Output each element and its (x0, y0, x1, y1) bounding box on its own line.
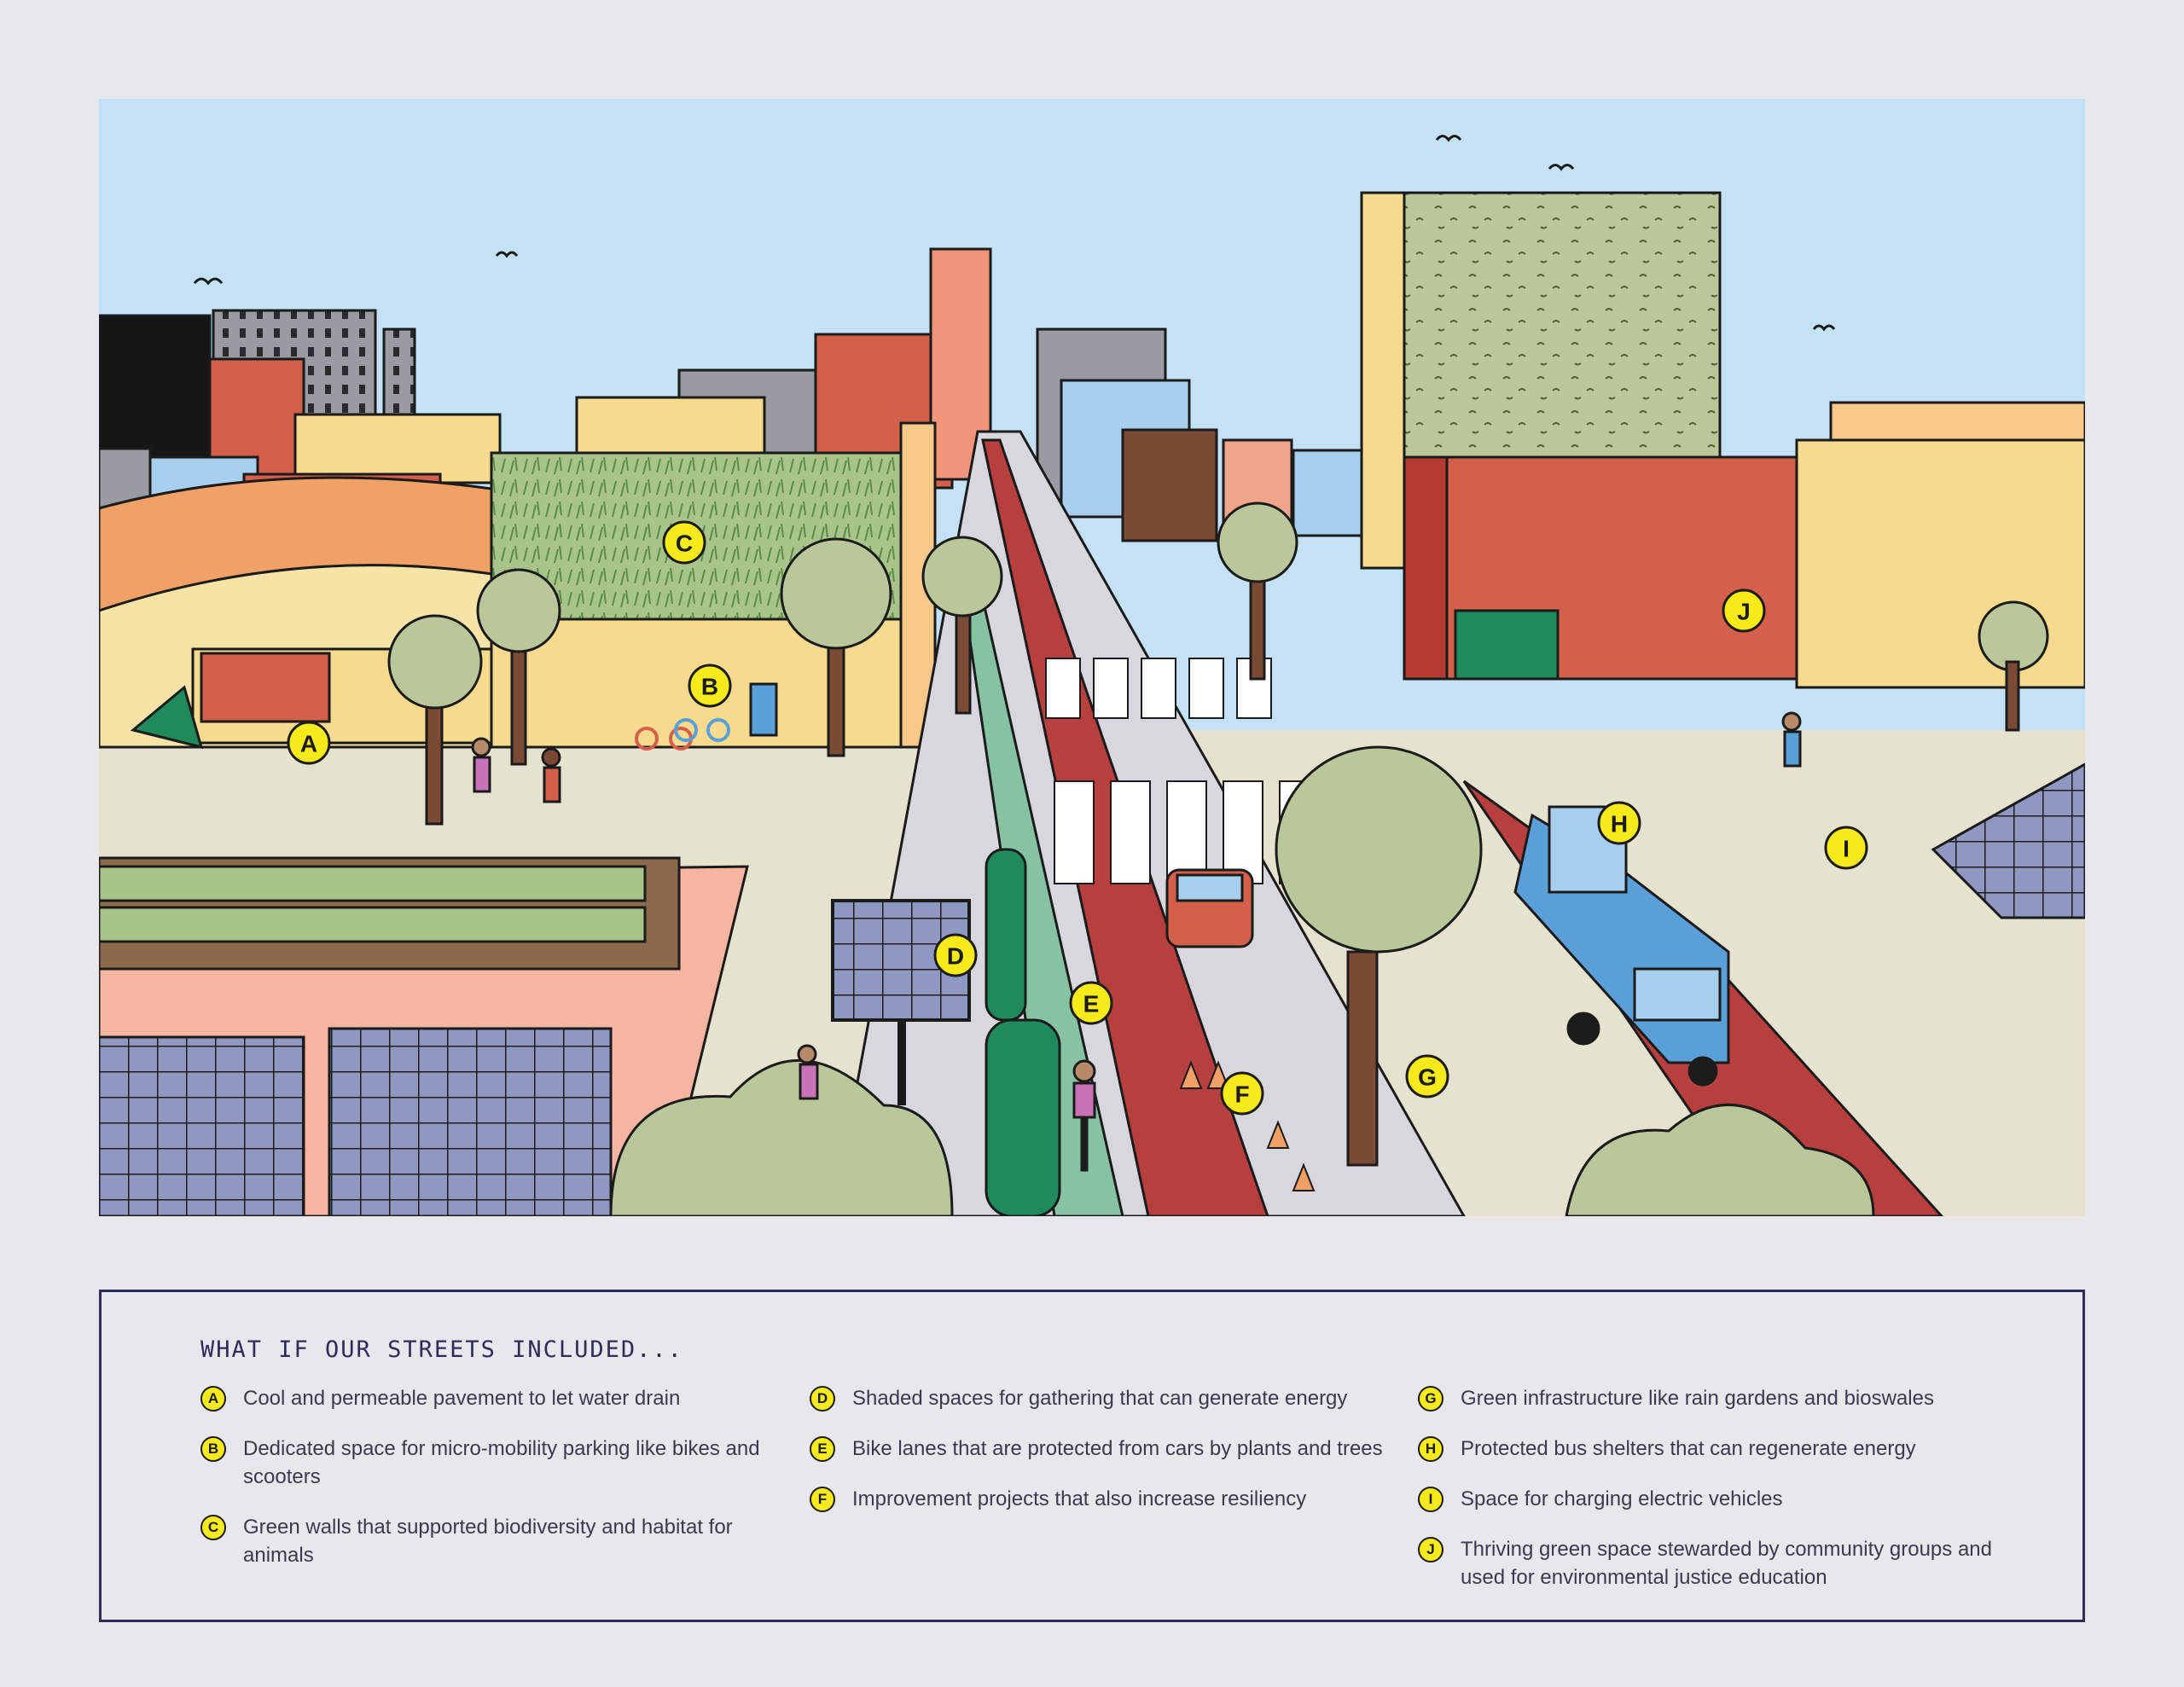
callout-c: C (662, 520, 706, 565)
callout-f: F (1220, 1071, 1264, 1116)
crosswalk-near (1054, 780, 1320, 884)
callout-g: G (1405, 1054, 1449, 1099)
legend-item-a: A Cool and permeable pavement to let wat… (200, 1384, 798, 1412)
callout-b: B (688, 664, 732, 708)
svg-text:C: C (676, 530, 693, 557)
legend-item-d: D Shaded spaces for gathering that can g… (810, 1384, 1407, 1412)
red-car (1165, 868, 1254, 948)
legend-text-h: Protected bus shelters that can regenera… (1461, 1437, 1916, 1460)
legend-marker-b: B (200, 1436, 226, 1462)
birds (193, 135, 1836, 332)
trees (387, 501, 2049, 1167)
callout-j: J (1722, 588, 1766, 633)
svg-text:I: I (1843, 836, 1850, 862)
bike-parking (635, 718, 730, 751)
ev-charging-canopy (1931, 762, 2085, 919)
callout-e: E (1069, 981, 1113, 1025)
callout-i: I (1824, 826, 1868, 870)
legend-marker-f: F (810, 1487, 835, 1512)
legend-box: WHAT IF OUR STREETS INCLUDED... A Cool a… (99, 1290, 2085, 1622)
svg-text:H: H (1611, 811, 1628, 838)
legend-title: WHAT IF OUR STREETS INCLUDED... (200, 1336, 683, 1363)
legend-column-3: G Green infrastructure like rain gardens… (1418, 1384, 2015, 1614)
street-illustration: A B C D E F G H I J (99, 99, 2085, 1216)
legend-marker-a: A (200, 1386, 226, 1412)
legend-column-1: A Cool and permeable pavement to let wat… (200, 1384, 798, 1591)
legend-item-c: C Green walls that supported biodiversit… (200, 1513, 798, 1569)
legend-column-2: D Shaded spaces for gathering that can g… (810, 1384, 1407, 1535)
hedges (130, 685, 1875, 1216)
legend-item-h: H Protected bus shelters that can regene… (1418, 1435, 2015, 1463)
svg-text:G: G (1418, 1064, 1437, 1091)
legend-marker-e: E (810, 1436, 835, 1462)
legend-text-i: Space for charging electric vehicles (1461, 1487, 1783, 1510)
legend-marker-i: I (1418, 1487, 1443, 1512)
legend-text-c: Green walls that supported biodiversity … (243, 1516, 733, 1567)
legend-marker-c: C (200, 1515, 226, 1540)
callout-a: A (287, 721, 331, 765)
legend-item-j: J Thriving green space stewarded by comm… (1418, 1535, 2015, 1591)
legend-item-f: F Improvement projects that also increas… (810, 1485, 1407, 1513)
svg-text:E: E (1083, 991, 1100, 1017)
svg-text:D: D (947, 943, 964, 970)
pedestrians (471, 711, 1802, 1100)
callout-h: H (1597, 801, 1641, 845)
legend-marker-h: H (1418, 1436, 1443, 1462)
legend-item-i: I Space for charging electric vehicles (1418, 1485, 2015, 1513)
legend-marker-d: D (810, 1386, 835, 1412)
scooter-dock (749, 682, 778, 737)
legend-text-j: Thriving green space stewarded by commun… (1461, 1538, 1992, 1589)
legend-item-e: E Bike lanes that are protected from car… (810, 1435, 1407, 1463)
legend-item-b: B Dedicated space for micro-mobility par… (200, 1435, 798, 1491)
svg-text:J: J (1737, 599, 1751, 625)
svg-text:B: B (701, 674, 718, 700)
legend-text-b: Dedicated space for micro-mobility parki… (243, 1437, 760, 1488)
legend-marker-g: G (1418, 1386, 1443, 1412)
cyclist (1072, 1059, 1096, 1172)
red-brick-building (1403, 455, 1798, 681)
legend-text-d: Shaded spaces for gathering that can gen… (852, 1387, 1348, 1410)
legend-text-e: Bike lanes that are protected from cars … (852, 1437, 1383, 1460)
callout-d: D (933, 933, 978, 977)
legend-text-g: Green infrastructure like rain gardens a… (1461, 1387, 1934, 1410)
legend-text-a: Cool and permeable pavement to let water… (243, 1387, 681, 1410)
traffic-cones (1179, 1060, 1316, 1191)
solar-panel-roof-2 (328, 1027, 613, 1216)
legend-item-g: G Green infrastructure like rain gardens… (1418, 1384, 2015, 1412)
svg-text:A: A (300, 731, 317, 757)
solar-panel-roof-1 (99, 1035, 305, 1216)
svg-text:F: F (1234, 1081, 1249, 1108)
legend-text-f: Improvement projects that also increase … (852, 1487, 1307, 1510)
legend-marker-j: J (1418, 1537, 1443, 1562)
crosswalk-far (1045, 658, 1272, 719)
